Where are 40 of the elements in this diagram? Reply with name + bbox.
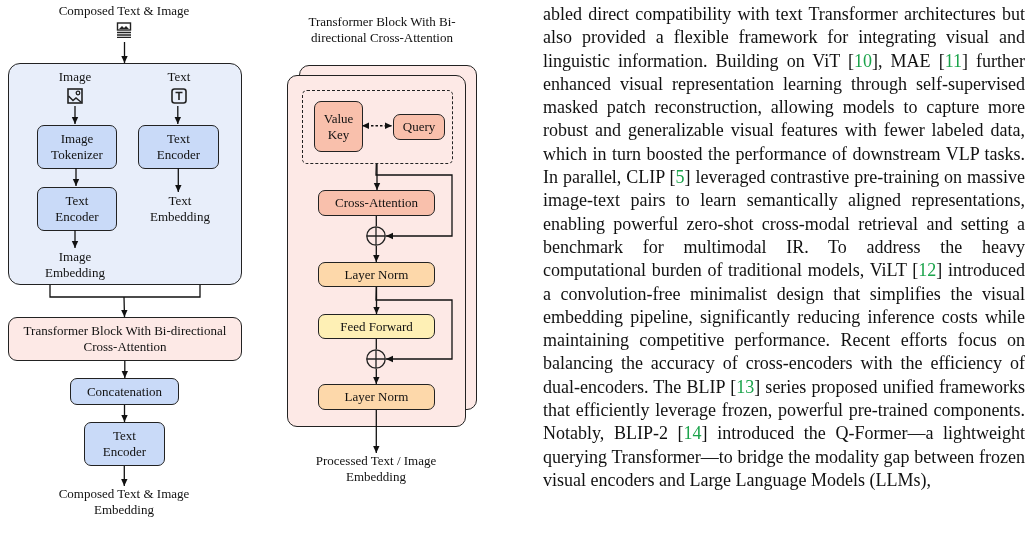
arrow bbox=[121, 41, 128, 64]
body-paragraph: abled direct compatibility with text Transformer architectures but also provided a flexible framework for integrating visual and linguistic information. Building on ViT [10], MAE [11] further enhanced visual representation learning through self-supervised masked patch reconstruction, allowing models to capture more robust and generalizable visual features with fewer labeled data, which in turn boosted the performance of downstream VLP tasks. In parallel, CLIP [5] leveraged contrastive pre-training on massive image-text pairs to learn semantically aligned representations, enabling powerful zero-shot cross-modal retrieval and setting a benchmark for multimodal IR. To address the heavy computational burden of traditional models, ViLT [12] introduced a convolution-free minimalist design that simplifies the visual embedding pipeline, significantly reducing inference costs while maintaining competitive performance. Recent efforts focus on balancing the accuracy of cross-encoders with the efficiency of dual-encoders. The BLIP [13] series proposed unified frameworks that efficiently leverage frozen, powerful pre-trained components. Notably, BLIP-2 [14] introduced the Q-Former—a lightweight querying Transformer—to bridge the modality gap between frozen visual encoders and Large Language Models (LLMs), bbox=[543, 3, 1025, 492]
process-box: Layer Norm bbox=[318, 262, 435, 287]
dashed-box bbox=[302, 90, 453, 164]
process-box: Text Encoder bbox=[84, 422, 165, 466]
arrow bbox=[373, 368, 380, 385]
arrow bbox=[72, 167, 80, 187]
arrow bbox=[373, 245, 380, 263]
process-box: Text Encoder bbox=[37, 187, 117, 231]
arrow bbox=[174, 105, 181, 125]
arrow bbox=[175, 167, 182, 193]
node-label: Image bbox=[58, 69, 92, 85]
arrow bbox=[71, 105, 79, 125]
arrow bbox=[375, 163, 453, 240]
block-heading: Transformer Block With Bi-directional Cross-Attention bbox=[307, 14, 457, 46]
arrow bbox=[373, 163, 381, 191]
node-label: Text Embedding bbox=[149, 193, 211, 225]
process-box: Text Encoder bbox=[138, 125, 219, 169]
process-box: Image Tokenizer bbox=[37, 125, 117, 169]
arrow bbox=[49, 284, 201, 318]
process-box: Query bbox=[393, 114, 445, 140]
process-box: Layer Norm bbox=[318, 384, 435, 410]
group-box bbox=[8, 63, 242, 285]
node-label: Processed Text / Image Embedding bbox=[314, 453, 438, 485]
arrow bbox=[71, 229, 79, 249]
node-label: Composed Text & Image bbox=[58, 3, 190, 19]
node-label: Image Embedding bbox=[44, 249, 106, 281]
arrow bbox=[375, 286, 453, 363]
arrow bbox=[121, 465, 128, 487]
arrow bbox=[121, 404, 128, 423]
arrow bbox=[361, 122, 393, 129]
node-label: Text bbox=[167, 69, 191, 85]
process-box: Value Key bbox=[314, 101, 363, 152]
node-label: Composed Text & Image Embedding bbox=[57, 486, 191, 518]
process-box: Transformer Block With Bi-directional Cross-Attention bbox=[8, 317, 242, 361]
arrow bbox=[373, 409, 380, 454]
process-box: Feed Forward bbox=[318, 314, 435, 339]
process-box: Concatenation bbox=[70, 378, 179, 405]
arrow bbox=[121, 360, 128, 379]
process-box: Cross-Attention bbox=[318, 190, 435, 216]
